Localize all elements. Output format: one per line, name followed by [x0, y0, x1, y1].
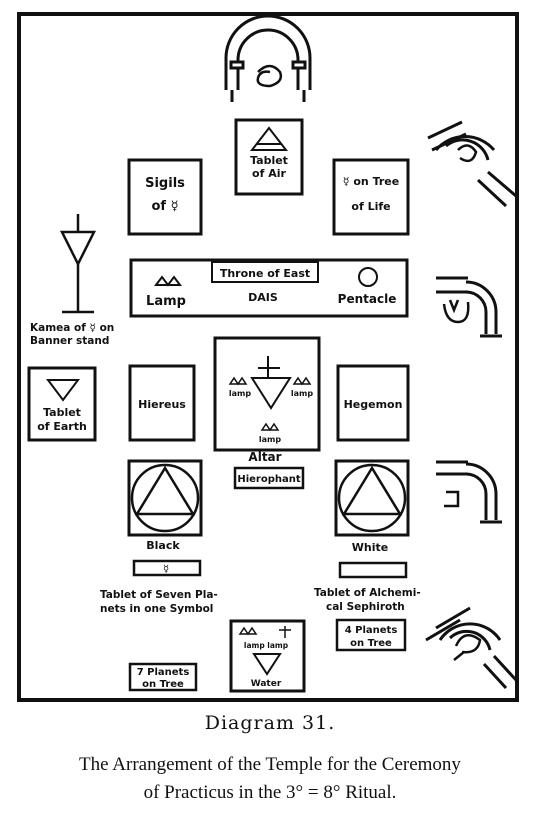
seven-planets-on-tree: 7 Planets on Tree — [128, 662, 198, 692]
seven-planets-line1: 7 Planets — [137, 667, 190, 678]
top-pillars-arch — [224, 14, 312, 102]
tablet-earth-line2: of Earth — [37, 420, 87, 433]
altar: lamp lamp lamp — [213, 336, 321, 452]
alchemical-sephiroth-tablet — [338, 561, 408, 579]
mercury-on-tree-of-life: ☿ on Tree of Life — [332, 158, 410, 236]
caption-title: Diagram 31. — [204, 712, 336, 734]
dais-label: DAIS — [248, 291, 278, 304]
sigils-of-mercury: Sigils of ☿ — [127, 158, 203, 236]
kamea-line2: Banner stand — [30, 335, 109, 347]
tablet-of-water: lamp lamp Water — [229, 619, 306, 693]
pillars-south — [425, 606, 518, 690]
mercury-tree-line1: ☿ on Tree — [343, 175, 399, 188]
pillars-north-east — [427, 120, 517, 208]
hegemon-station: Hegemon — [336, 364, 410, 442]
water-label: Water — [251, 679, 282, 689]
svg-text:☿: ☿ — [163, 564, 169, 575]
pillars-east — [436, 276, 502, 338]
sigils-line1: Sigils — [145, 176, 185, 191]
hiereus-station: Hiereus — [128, 364, 196, 442]
pillars-south-east — [436, 460, 502, 524]
hierophant-label: Hierophant — [237, 474, 301, 485]
throne-of-east: Throne of East — [220, 267, 310, 280]
hegemon-label: Hegemon — [344, 398, 403, 411]
black-pillar: Black — [127, 459, 203, 552]
seven-planets-symbol-tablet — [132, 559, 202, 577]
tablet-air-line2: of Air — [252, 167, 286, 180]
hiereus-label: Hiereus — [138, 398, 186, 411]
tablet-alchemical-line1: Tablet of Alchemi- — [314, 587, 421, 599]
pentacle-label: Pentacle — [338, 292, 397, 306]
caption-line-1: The Arrangement of the Temple for the Ce… — [79, 754, 461, 775]
caption-line-2: of Practicus in the 3° = 8° Ritual. — [143, 782, 397, 803]
tablet-air-line1: Tablet — [250, 154, 288, 167]
white-label: White — [352, 541, 388, 554]
dais-lamp-label: Lamp — [146, 294, 186, 309]
tablet-alchemical-line2: cal Sephiroth — [326, 601, 405, 613]
altar-lamp-left: lamp — [229, 389, 251, 398]
altar-label: Altar — [248, 450, 281, 464]
seven-planets-line2: on Tree — [142, 679, 184, 690]
tablet-seven-line1: Tablet of Seven Pla- — [100, 589, 218, 601]
four-planets-line2: on Tree — [350, 638, 392, 649]
mercury-tree-line2: of Life — [351, 200, 390, 213]
altar-lamp-right: lamp — [291, 389, 313, 398]
white-pillar: White — [334, 459, 410, 554]
tablet-of-air: Tablet of Air — [234, 118, 304, 196]
tablet-earth-line1: Tablet — [43, 406, 81, 419]
tablet-seven-line2: nets in one Symbol — [100, 603, 213, 615]
tablet-of-earth: Tablet of Earth — [27, 366, 97, 442]
kamea-banner-stand — [59, 214, 97, 314]
altar-lamp-bottom: lamp — [259, 435, 281, 444]
water-lamps-label: lamp lamp — [244, 641, 289, 650]
black-label: Black — [146, 539, 180, 552]
dais: Throne of East DAIS Lamp Pentacle — [129, 258, 409, 318]
four-planets-line1: 4 Planets — [345, 625, 398, 636]
four-planets-on-tree: 4 Planets on Tree — [335, 618, 407, 652]
sigils-line2: of ☿ — [151, 199, 178, 214]
temple-outline — [17, 12, 519, 702]
kamea-line1: Kamea of ☿ on — [30, 322, 114, 334]
hierophant-station: Hierophant — [233, 466, 305, 490]
